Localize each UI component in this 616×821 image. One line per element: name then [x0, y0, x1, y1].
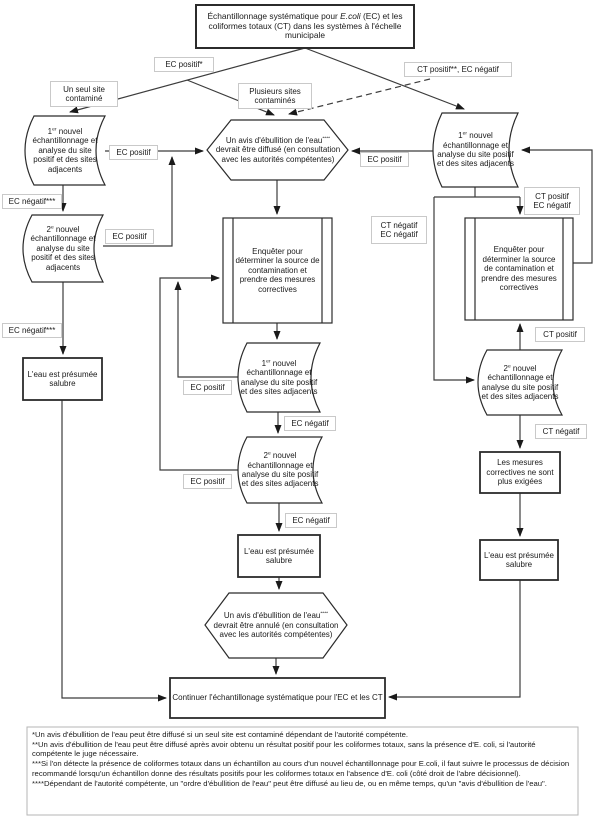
- shape-eau-left: [22, 357, 103, 401]
- label-ct-negatif-right: CT négatif: [535, 424, 587, 439]
- shape-enqueter-mid: [222, 217, 333, 324]
- node-hexagon-diffuse: Un avis d'ébullition de l'eau**** devrai…: [215, 135, 341, 164]
- node-eau-salubre-left: L'eau est présumée salubre: [27, 369, 98, 388]
- node-eau-salubre-right: L'eau est présumée salubre: [483, 550, 554, 569]
- node-mesures-correctives: Les mesures correctives ne sont plus exi…: [486, 458, 554, 487]
- label-ec-negatif-left2: EC négatif***: [2, 323, 62, 338]
- label-ec-positif-right: EC positif: [360, 152, 409, 167]
- node-doc-right-2: 2e nouvel échantillonnage et analyse du …: [481, 363, 559, 401]
- shape-continuer: [169, 677, 386, 719]
- shape-hexagon-annule: [204, 592, 348, 659]
- shape-enqueter-right: [464, 217, 574, 321]
- node-continuer: Continuer l'échantillonage systématique …: [172, 693, 383, 703]
- shape-doc-left-2: [22, 214, 105, 283]
- node-doc-left-1: 1er nouvel échantillonnage et analyse du…: [32, 126, 98, 174]
- node-doc-left-2: 2e nouvel échantillonnage et analyse du …: [30, 224, 96, 272]
- footnote-4: ****Dépendant de l'autorité compétente, …: [32, 778, 547, 788]
- node-doc-mid-1: 1er nouvel échantillonnage et analyse du…: [240, 358, 318, 396]
- shape-eau-right: [479, 539, 559, 581]
- label-plusieurs-sites: Plusieurs sites contaminés: [238, 83, 312, 109]
- shape-title-box: [195, 4, 415, 49]
- label-ec-positif-left1: EC positif: [109, 145, 158, 160]
- shape-doc-mid-2: [237, 436, 324, 504]
- node-doc-mid-2: 2e nouvel échantillonnage et analyse du …: [241, 451, 319, 489]
- title-box: Échantillonnage systématique pour E.coli…: [207, 10, 403, 41]
- footnotes: *Un avis d'ébullition de l'eau peut être…: [27, 727, 578, 815]
- shape-eau-mid: [237, 534, 321, 578]
- label-ec-negatif-mid1: EC négatif: [284, 416, 336, 431]
- shape-doc-mid-1: [237, 342, 321, 413]
- label-ec-positif-mid2: EC positif: [183, 474, 232, 489]
- label-un-seul-site: Un seul site contaminé: [50, 81, 118, 107]
- node-shapes: [22, 4, 579, 816]
- label-ct-positif-ec-negatif-top: CT positif**, EC négatif: [404, 62, 512, 77]
- footnote-2: **Un avis d'ébullition de l'eau peut êtr…: [32, 739, 536, 759]
- label-ec-positif-star: EC positif*: [154, 57, 214, 72]
- node-eau-salubre-mid: L'eau est présumée salubre: [243, 546, 314, 565]
- node-enqueter-right: Enquêter pour déterminer la source de co…: [481, 245, 557, 293]
- label-ec-negatif-mid2: EC négatif: [285, 513, 337, 528]
- node-doc-right-1: 1er nouvel échantillonnage et analyse du…: [437, 131, 514, 169]
- shape-hexagon-diffuse: [206, 119, 349, 181]
- shape-doc-left-1: [24, 115, 106, 186]
- node-hexagon-annule: Un avis d'ébullition de l'eau**** devrai…: [213, 611, 339, 640]
- shape-mesures: [479, 451, 561, 494]
- shape-doc-right-2: [477, 349, 564, 416]
- footnote-1: *Un avis d'ébullition de l'eau peut être…: [32, 730, 409, 739]
- footnote-3: ***Si l'on détecte la présence de colifo…: [32, 759, 570, 778]
- label-ec-negatif-left1: EC négatif***: [2, 194, 62, 209]
- shape-doc-right-1: [432, 112, 519, 188]
- node-enqueter-mid: Enquêter pour déterminer la source de co…: [235, 246, 320, 294]
- label-ec-positif-left2: EC positif: [105, 229, 154, 244]
- label-ec-positif-mid1: EC positif: [183, 380, 232, 395]
- shape-footnotes-box: [26, 726, 579, 816]
- label-ct-positif-right: CT positif: [535, 327, 585, 342]
- connectors: [59, 47, 593, 702]
